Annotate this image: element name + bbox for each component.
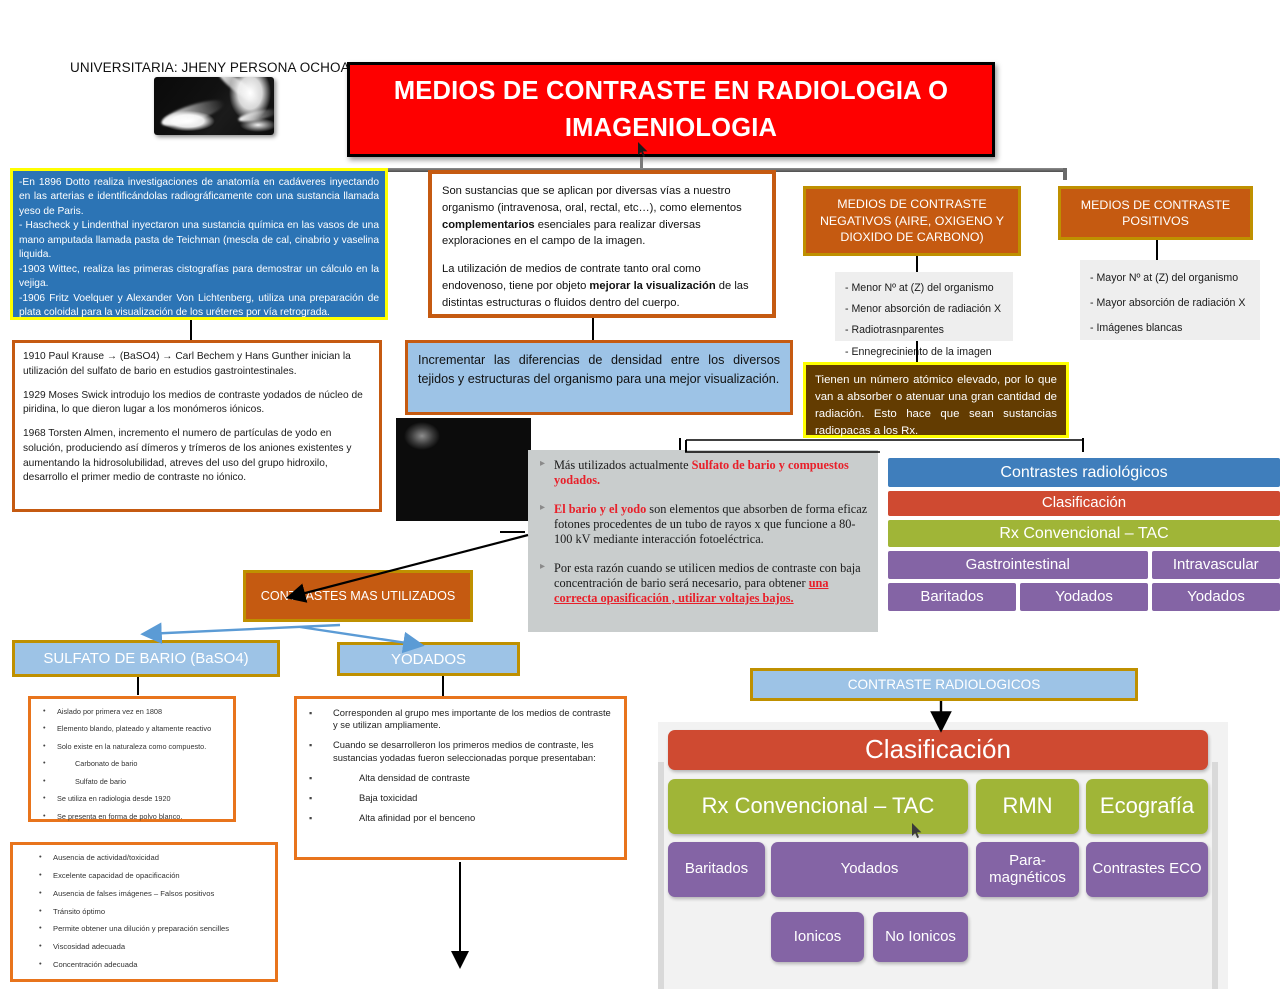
positive-item: - Mayor Nº at (Z) del organismo	[1090, 272, 1239, 284]
table-row: Gastrointestinal Intravascular	[888, 551, 1280, 579]
diagram-agent-cell: Contrastes ECO	[1086, 842, 1208, 897]
main-title-banner: MEDIOS DE CONTRASTE EN RADIOLOGIA O IMAG…	[347, 62, 995, 157]
list-item: Excelente capacidad de opacificación	[37, 870, 265, 881]
connector-atomic	[916, 341, 918, 363]
negative-item: - Menor absorción de radiación X	[845, 303, 1002, 316]
sulfato-propiedades-list: Ausencia de actividad/toxicidad Excelent…	[10, 842, 278, 982]
list-item: Solo existe en la naturaleza como compue…	[41, 741, 223, 751]
key-fact-item: Por esta razón cuando se utilicen medios…	[540, 561, 868, 606]
diagram-modality-cell: Rx Convencional – TAC	[668, 779, 968, 834]
purpose-box: Incrementar las diferencias de densidad …	[405, 340, 793, 415]
ct-scan-image	[396, 418, 531, 521]
list-item: Se utiliza en radiologia desde 1920	[41, 793, 223, 803]
negative-item: - Menor Nº at (Z) del organismo	[845, 282, 994, 294]
positive-contrast-header: MEDIOS DE CONTRASTE POSITIVOS	[1058, 186, 1253, 240]
definition-box: Son sustancias que se aplican por divers…	[428, 170, 776, 318]
key-facts-box: Más utilizados actualmente Sulfato de ba…	[528, 450, 878, 632]
list-item: Se presenta en forma de polvo blanco.	[41, 811, 223, 821]
connector-rail-right-drop	[1063, 168, 1067, 180]
connector-yodados	[442, 676, 444, 696]
list-item: Elemento blando, plateado y altamente re…	[41, 723, 223, 733]
history-line: -1903 Wittec, realiza las primeras cisto…	[19, 263, 379, 290]
diagram-sub-cell: No Ionicos	[873, 912, 968, 962]
table-cell: Rx Convencional – TAC	[888, 520, 1280, 547]
contrastes-radiologicos-table: Contrastes radiológicos Clasificación Rx…	[888, 458, 1280, 611]
yodados-list: Corresponden al grupo mes importante de …	[294, 696, 627, 860]
history-box: -En 1896 Dotto realiza investigaciones d…	[10, 168, 388, 320]
atomic-note-box: Tienen un número atómico elevado, por lo…	[803, 362, 1069, 438]
history2-paragraph: 1929 Moses Swick introdujo los medios de…	[23, 389, 363, 416]
list-item: Viscosidad adecuada	[37, 941, 265, 952]
list-item: Concentración adecuada	[37, 959, 265, 970]
table-row: Contrastes radiológicos	[888, 458, 1280, 487]
connector-positive	[1156, 240, 1158, 261]
key-fact-item: El bario y el yodo son elementos que abs…	[540, 502, 868, 547]
connector-definition	[592, 318, 594, 340]
table-row: Rx Convencional – TAC	[888, 520, 1280, 547]
diagram-agent-cell: Yodados	[771, 842, 968, 897]
list-item: Ausencia de actividad/toxicidad	[37, 852, 265, 863]
list-item: Sulfato de bario	[41, 776, 223, 786]
diagram-modality-cell: Ecografía	[1086, 779, 1208, 834]
definition-paragraph-1: Son sustancias que se aplican por divers…	[442, 185, 742, 248]
list-item: Permite obtener una dilución y preparaci…	[37, 923, 265, 934]
positive-item: - Mayor absorción de radiación X	[1090, 296, 1246, 309]
sulfato-de-bario-list: Aislado por primera vez en 1808 Elemento…	[28, 696, 236, 822]
list-item: Corresponden al grupo mes importante de …	[307, 707, 614, 731]
connector-history	[190, 320, 192, 342]
author-line: UNIVERSITARIA: JHENY PERSONA OCHOA	[70, 60, 350, 75]
negative-contrast-list: - Menor Nº at (Z) del organismo - Menor …	[835, 272, 1013, 358]
xray-image	[154, 77, 274, 135]
table-cell: Contrastes radiológicos	[888, 458, 1280, 487]
history-line: -1906 Fritz Voelquer y Alexander Von Lic…	[19, 292, 379, 319]
list-item: Alta afinidad por el benceno	[307, 812, 614, 825]
contraste-radiologicos-header: CONTRASTE RADIOLOGICOS	[750, 668, 1138, 701]
diagram-sub-cell: Ionicos	[771, 912, 864, 962]
table-cell: Baritados	[888, 583, 1016, 611]
list-item: Baja toxicidad	[307, 792, 614, 805]
history-box-2: 1910 Paul Krause → (BaSO4) → Carl Bechem…	[12, 340, 382, 512]
table-cell: Clasificación	[888, 491, 1280, 516]
table-row: Baritados Yodados Yodados	[888, 583, 1280, 611]
list-item: Alta densidad de contraste	[307, 772, 614, 785]
positive-item: - Imágenes blancas	[1090, 321, 1183, 334]
diagram-agent-cell: Para- magnéticos	[976, 842, 1079, 897]
mouse-cursor-top	[638, 142, 649, 163]
list-item: Aislado por primera vez en 1808	[41, 706, 223, 716]
page-title: MEDIOS DE CONTRASTE EN RADIOLOGIA O IMAG…	[393, 77, 949, 142]
diagram-modality-cell: RMN	[976, 779, 1079, 834]
list-item: Cuando se desarrolleron los primeros med…	[307, 739, 614, 763]
diagram-agent-cell: Baritados	[668, 842, 765, 897]
sulfato-de-bario-title: SULFATO DE BARIO (BaSO4)	[12, 640, 280, 677]
table-cell: Yodados	[1152, 583, 1280, 611]
history2-paragraph: 1968 Torsten Almen, incremento el numero…	[23, 428, 352, 484]
table-row: Clasificación	[888, 491, 1280, 516]
clasificacion-diagram: Clasificación Rx Convencional – TAC RMN …	[658, 722, 1228, 989]
table-cell: Gastrointestinal	[888, 551, 1148, 579]
negative-contrast-header: MEDIOS DE CONTRASTE NEGATIVOS (AIRE, OXI…	[803, 186, 1021, 256]
list-item: Tránsito óptimo	[37, 906, 265, 917]
definition-paragraph-2: La utilización de medios de contrate tan…	[442, 263, 749, 309]
yodados-title: YODADOS	[337, 642, 520, 676]
mouse-cursor-diagram	[912, 823, 923, 844]
history-line: - Hascheck y Lindenthal inyectaron una s…	[19, 220, 379, 261]
positive-contrast-list: - Mayor Nº at (Z) del organismo - Mayor …	[1080, 260, 1260, 340]
negative-item: - Ennegreciniento de la imagen	[845, 345, 992, 358]
history2-paragraph: 1910 Paul Krause → (BaSO4) → Carl Bechem…	[23, 351, 351, 377]
history-line: -En 1896 Dotto realiza investigaciones d…	[19, 177, 379, 217]
connector-negative	[916, 256, 918, 274]
negative-item: - Radiotrasnparentes	[845, 324, 944, 337]
table-cell: Yodados	[1020, 583, 1148, 611]
connector-sulfato	[137, 677, 139, 695]
connector-title-stub	[640, 157, 643, 171]
key-fact-item: Más utilizados actualmente Sulfato de ba…	[540, 458, 868, 488]
list-item: Carbonato de bario	[41, 758, 223, 768]
contrastes-mas-utilizados-box: CONTRASTES MAS UTILIZADOS	[243, 570, 473, 622]
list-item: Ausencia de falses imágenes – Falsos pos…	[37, 888, 265, 899]
diagram-classification-header: Clasificación	[668, 730, 1208, 770]
table-cell: Intravascular	[1151, 551, 1280, 579]
